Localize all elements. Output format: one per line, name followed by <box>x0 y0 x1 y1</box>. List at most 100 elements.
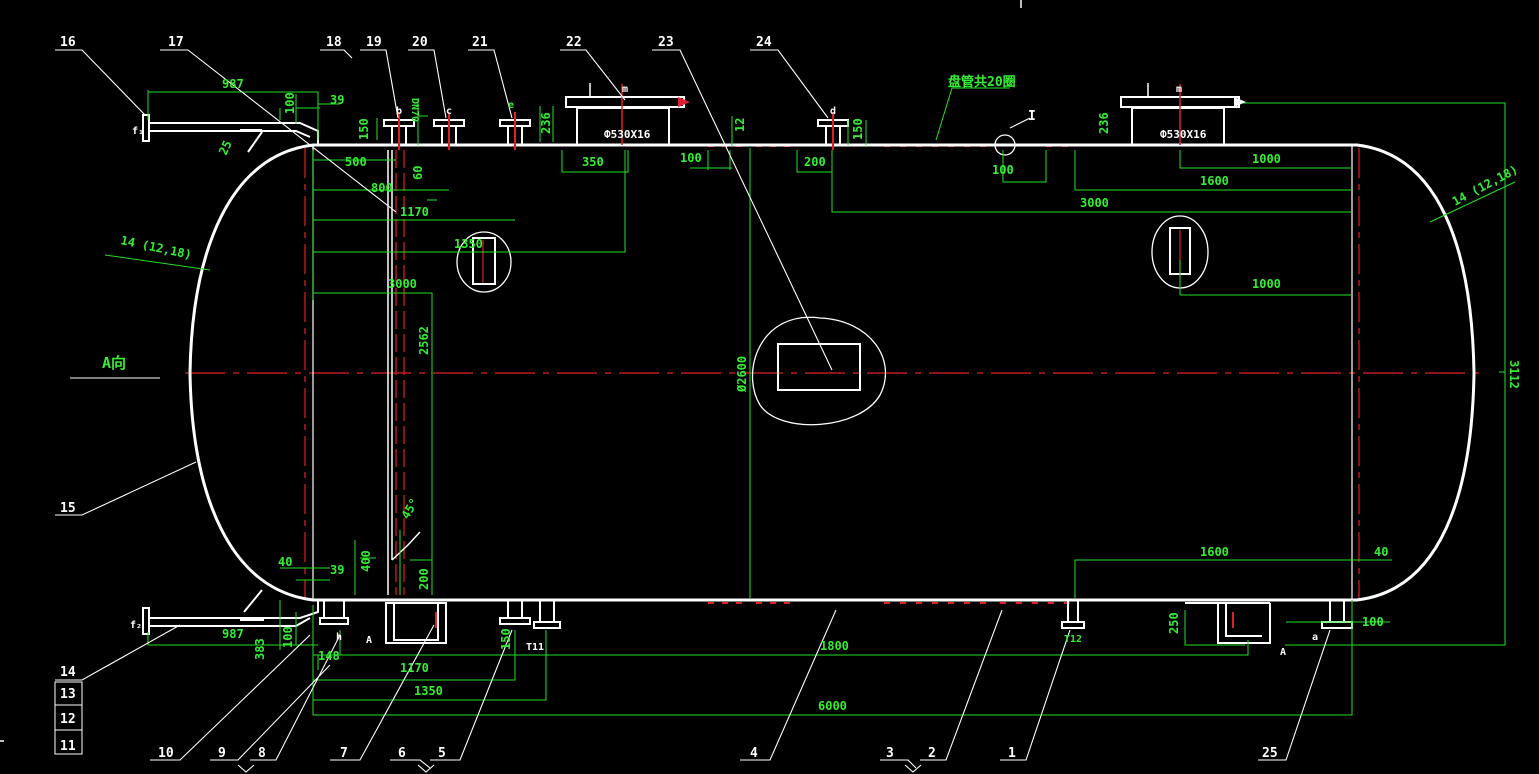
nozzle-mark-m1: m <box>622 84 628 95</box>
nozzle-dn70: DN70 <box>409 98 420 122</box>
balloon-22: 22 <box>566 35 582 50</box>
dim-100-right: 100 <box>992 163 1014 177</box>
balloon-19: 19 <box>366 35 382 50</box>
saddle-supports <box>385 602 1271 644</box>
manway-left <box>565 83 685 146</box>
balloon-3: 3 <box>886 746 894 761</box>
dim-1350-bottom: 1350 <box>414 684 443 698</box>
balloon-13: 13 <box>60 687 76 702</box>
hole-t12: T12 <box>1064 634 1082 645</box>
detail-i-label: I <box>1028 109 1036 124</box>
balloon-20: 20 <box>412 35 428 50</box>
dim-400: 400 <box>359 550 373 572</box>
thickness-right: 14 (12,18) <box>1450 162 1520 208</box>
balloon-16: 16 <box>60 35 76 50</box>
bottom-nozzles <box>319 599 1353 629</box>
dim-100-bottom: 100 <box>281 626 295 648</box>
nozzle-mark-a: a <box>1312 632 1318 643</box>
dim-350: 350 <box>582 155 604 169</box>
balloon-leaders <box>55 49 1331 773</box>
dim-3112: 3112 <box>1507 360 1521 389</box>
balloon-14: 14 <box>60 665 76 680</box>
dim-40-right: 40 <box>1374 545 1388 559</box>
balloon-15: 15 <box>60 501 76 516</box>
balloon-18: 18 <box>326 35 342 50</box>
dim-60: 60 <box>411 166 425 180</box>
nozzle-mark-e: e <box>508 100 514 111</box>
dim-987-top: 987 <box>222 77 244 91</box>
dim-100-top: 100 <box>283 92 297 114</box>
dim-236-a: 236 <box>539 112 553 134</box>
balloon-10: 10 <box>158 746 174 761</box>
nozzle-mark-b: b <box>396 106 402 117</box>
dim-100-bottom-right: 100 <box>1362 615 1384 629</box>
dim-150-b: 150 <box>851 118 865 140</box>
balloon-8: 8 <box>258 746 266 761</box>
dim-200: 200 <box>804 155 826 169</box>
dim-800: 800 <box>371 181 393 195</box>
nozzle-mark-c: c <box>446 106 452 117</box>
balloon-7: 7 <box>340 746 348 761</box>
dim-987-bottom: 987 <box>222 627 244 641</box>
dim-12: 12 <box>733 118 747 132</box>
view-a-label: A向 <box>102 354 126 372</box>
dim-40-left: 40 <box>278 555 292 569</box>
balloon-11: 11 <box>60 739 76 754</box>
dim-39-top: 39 <box>330 93 344 107</box>
balloon-25: 25 <box>1262 746 1278 761</box>
dim-diameter-2600: Ø2600 <box>735 356 749 393</box>
nozzle-mark-h: h <box>336 632 342 643</box>
balloon-12: 12 <box>60 712 76 727</box>
dim-150-bottom: 150 <box>499 628 513 650</box>
centerlines <box>185 148 1480 598</box>
dimension-lines <box>104 87 1516 716</box>
dim-6000: 6000 <box>818 699 847 713</box>
nozzle-mark-d: d <box>830 106 836 117</box>
nozzle-mark-m2: m <box>1176 84 1182 95</box>
section-a-left: A <box>366 635 372 646</box>
dim-236-b: 236 <box>1097 112 1111 134</box>
balloon-17: 17 <box>168 35 184 50</box>
dim-100-mid: 100 <box>680 151 702 165</box>
vessel-shell <box>188 143 1476 602</box>
dim-1800: 1800 <box>820 639 849 653</box>
dim-25: 25 <box>216 138 235 157</box>
hole-t11: T11 <box>526 642 544 653</box>
section-a-right: A <box>1280 647 1286 658</box>
balloon-23: 23 <box>658 35 674 50</box>
balloon-1: 1 <box>1008 746 1016 761</box>
dim-200-vertical: 200 <box>417 568 431 590</box>
dim-250: 250 <box>1167 612 1181 634</box>
flange-left: Ф530X16 <box>604 128 651 141</box>
dim-383: 383 <box>253 638 267 660</box>
balloon-numbers: 16 17 18 19 20 21 22 23 24 15 14 13 12 1… <box>60 35 1278 761</box>
dimension-texts: 987 100 39 25 150 150 236 236 12 350 100… <box>216 77 1521 713</box>
balloon-21: 21 <box>472 35 488 50</box>
nozzle-mark-f2: f₂ <box>130 620 142 631</box>
heating-coil-note: 盘管共20圈 <box>948 74 1016 90</box>
dim-1000-a: 1000 <box>1252 152 1281 166</box>
thickness-left: 14 (12,18) <box>119 233 193 262</box>
dim-1170-bottom: 1170 <box>400 661 429 675</box>
dim-39-bottom: 39 <box>330 563 344 577</box>
dim-45-deg: 45° <box>398 496 421 522</box>
parts-table <box>54 681 83 755</box>
dim-1000-b: 1000 <box>1252 277 1281 291</box>
balloon-9: 9 <box>218 746 226 761</box>
dim-150-a: 150 <box>357 118 371 140</box>
dim-2562: 2562 <box>417 326 431 355</box>
dim-1600-top: 1600 <box>1200 174 1229 188</box>
balloon-5: 5 <box>438 746 446 761</box>
dim-3000-left: 3000 <box>388 277 417 291</box>
balloon-6: 6 <box>398 746 406 761</box>
flange-right: Ф530X16 <box>1160 128 1207 141</box>
balloon-4: 4 <box>750 746 758 761</box>
nozzle-mark-f1: f₁ <box>132 126 144 137</box>
dim-1170-top: 1170 <box>400 205 429 219</box>
manway-handles <box>678 97 1246 107</box>
balloon-24: 24 <box>756 35 772 50</box>
dim-1600-bottom: 1600 <box>1200 545 1229 559</box>
dim-1350-top: 1350 <box>454 237 483 251</box>
dim-500: 500 <box>345 155 367 169</box>
